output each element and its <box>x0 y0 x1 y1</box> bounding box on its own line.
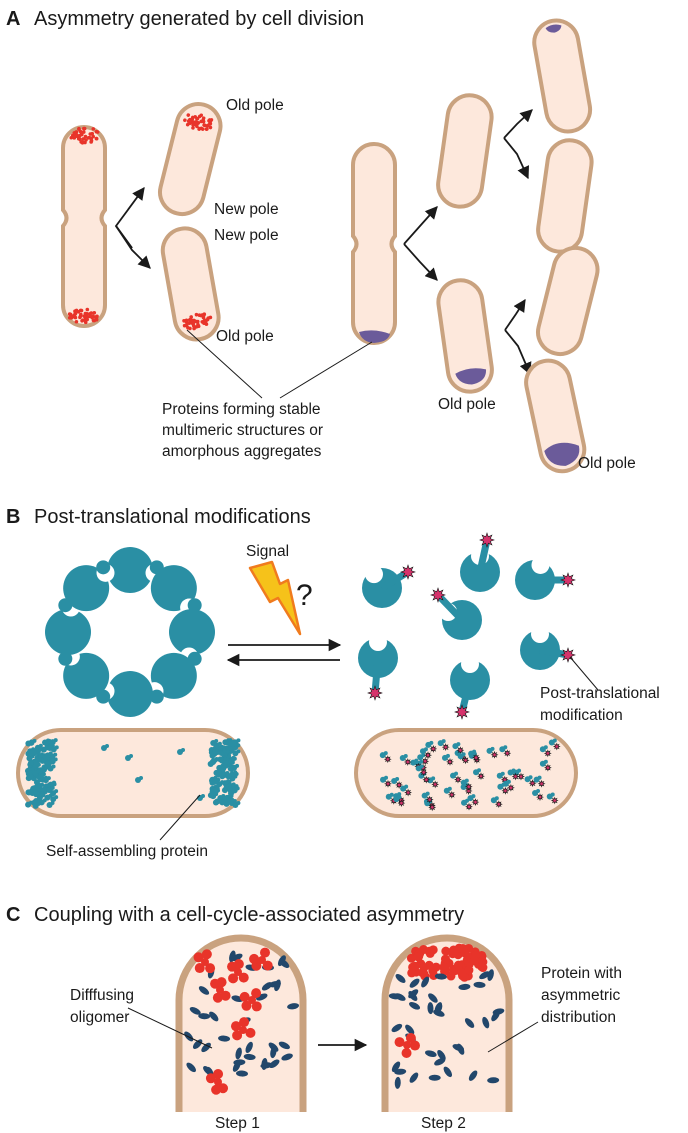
lightning-bolt-icon <box>248 560 302 636</box>
panel-c-letter: C <box>6 904 20 926</box>
daughter-cell-lower <box>436 278 494 394</box>
division-arrow-down <box>115 225 151 269</box>
step2-label: Step 2 <box>421 1115 466 1132</box>
protein-label-line-1: Protein with <box>541 965 622 982</box>
panel-c: C Coupling with a cell-cycle-associated … <box>6 904 622 1132</box>
panel-b-letter: B <box>6 506 20 528</box>
panel-c-title: Coupling with a cell-cycle-associated as… <box>34 904 464 926</box>
modified-subunits <box>358 532 576 720</box>
label-old-pole: Old pole <box>216 328 274 345</box>
dividing-cell-left <box>61 125 107 328</box>
self-assembling-label: Self-assembling protein <box>46 843 208 860</box>
signal-label: Signal <box>246 543 289 560</box>
panel-a: A Asymmetry generated by cell division O… <box>6 8 636 474</box>
division-arrow-down <box>403 243 438 281</box>
division-arrow-up <box>114 186 145 249</box>
label-old-pole: Old pole <box>578 455 636 472</box>
ptm-label-line-1: Post-translational <box>540 685 660 702</box>
protein-ring-complex <box>45 547 215 717</box>
panel-a-title: Asymmetry generated by cell division <box>34 8 364 30</box>
panel-b: B Post-translational modifications Signa… <box>6 506 660 860</box>
granddaughter-cell-1 <box>532 18 593 134</box>
red-aggregate-old-pole <box>69 126 100 145</box>
callout-line-1: Proteins forming stable <box>162 401 321 418</box>
purple-aggregate <box>359 330 390 343</box>
purple-aggregate <box>455 368 486 385</box>
cell-dispersed <box>354 728 578 818</box>
label-new-pole: New pole <box>214 201 279 218</box>
dividing-cell-middle <box>351 142 397 345</box>
label-old-pole: Old pole <box>438 396 496 413</box>
label-old-pole: Old pole <box>226 97 284 114</box>
daughter-cell-upper <box>436 93 494 209</box>
ptm-label-line-2: modification <box>540 707 623 724</box>
label-new-pole: New pole <box>214 227 279 244</box>
red-aggregate-old-pole <box>67 307 99 325</box>
question-mark: ? <box>296 579 313 612</box>
daughter-cell-top <box>158 102 223 217</box>
oligomer-label-line-2: oligomer <box>70 1009 129 1026</box>
daughter-cell-bottom <box>160 226 221 342</box>
cell-end-step1 <box>175 934 307 1112</box>
red-aggregate-old-pole <box>183 113 214 131</box>
purple-aggregate <box>544 442 580 466</box>
oligomer-label-line-1: Difffusing <box>70 987 134 1004</box>
protein-label-line-2: asymmetric <box>541 987 620 1004</box>
panel-a-letter: A <box>6 8 20 30</box>
callout-line-2: multimeric structures or <box>162 422 323 439</box>
cell-end-step2 <box>381 934 513 1112</box>
division-arrow-up <box>403 206 438 245</box>
cell-self-assembled <box>16 728 250 818</box>
step1-label: Step 1 <box>215 1115 260 1132</box>
granddaughter-cell-3 <box>536 245 600 357</box>
callout-line-3: amorphous aggregates <box>162 443 322 460</box>
protein-label-line-3: distribution <box>541 1009 616 1026</box>
granddaughter-cell-4 <box>524 358 587 474</box>
granddaughter-cell-2 <box>536 138 594 254</box>
red-aggregate-old-pole <box>182 312 213 331</box>
panel-b-title: Post-translational modifications <box>34 506 311 528</box>
